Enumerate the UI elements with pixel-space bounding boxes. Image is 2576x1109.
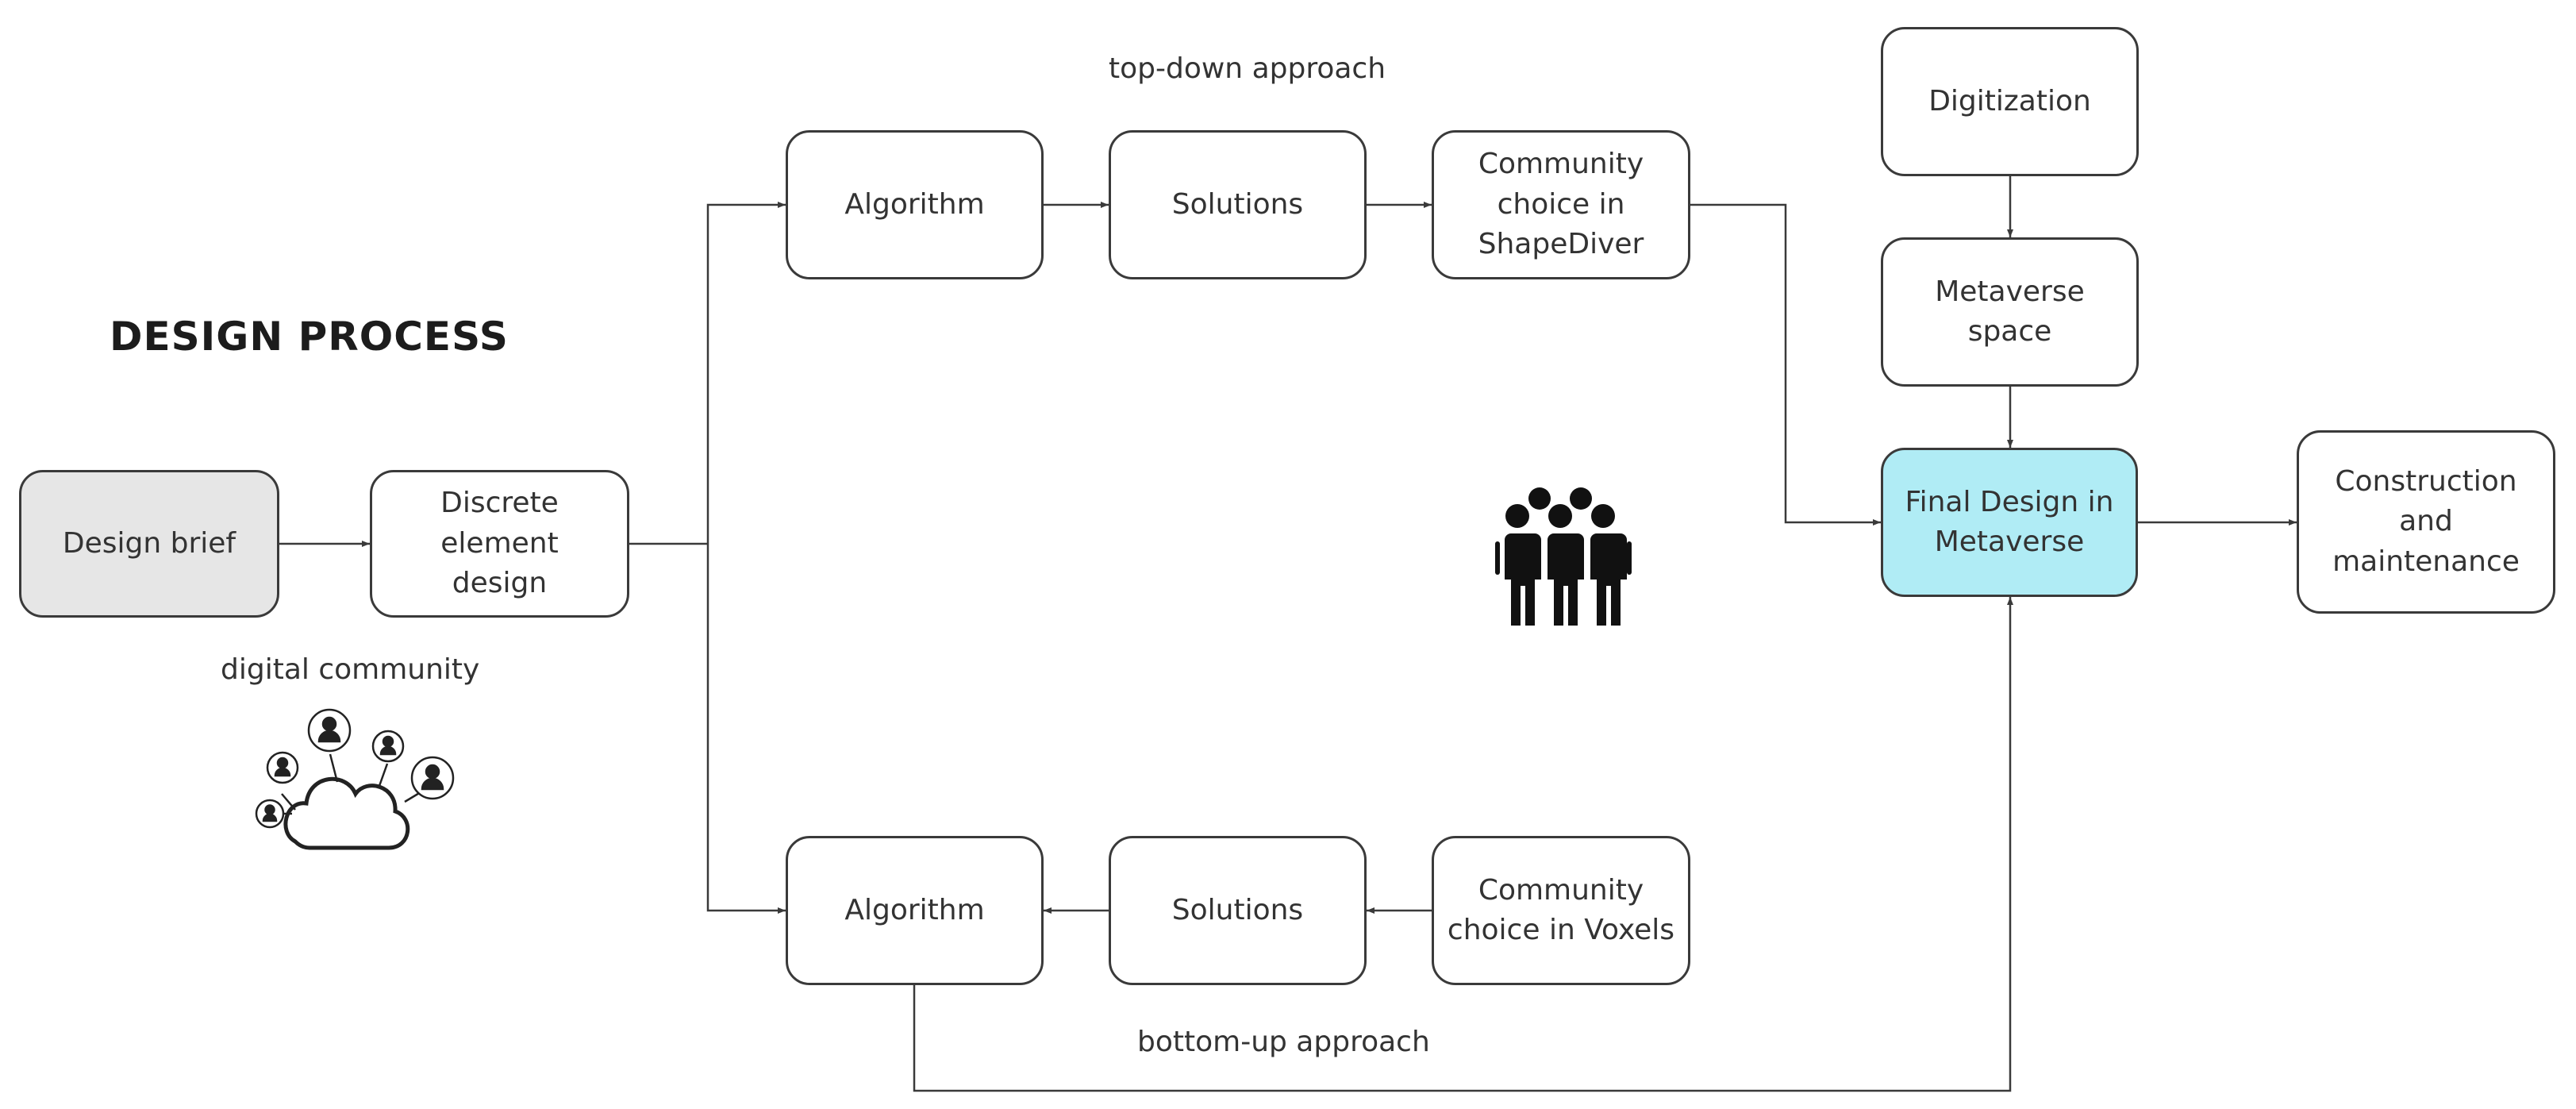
edge-algorithm-bottom-to-final xyxy=(913,597,2013,1092)
edge-split-to-algorithm-top xyxy=(706,202,786,544)
user-icon xyxy=(410,756,455,800)
bottom-up-label: bottom-up approach xyxy=(1137,1026,1430,1058)
construction-maintenance-node: Construction and maintenance xyxy=(2297,430,2555,614)
design-brief-node: Design brief xyxy=(19,470,279,618)
algorithm-top-node: Algorithm xyxy=(786,130,1044,279)
edge-community-to-final xyxy=(1690,203,1881,526)
discrete-element-design-node: Discrete element design xyxy=(370,470,629,618)
metaverse-space-node: Metaverse space xyxy=(1881,237,2139,387)
people-group-icon xyxy=(1495,487,1632,626)
final-design-metaverse-node: Final Design in Metaverse xyxy=(1881,448,2138,597)
user-icon xyxy=(307,708,352,753)
algorithm-bottom-node: Algorithm xyxy=(786,836,1044,985)
community-choice-voxels-node: Community choice in Voxels xyxy=(1432,836,1690,985)
edge-split-to-algorithm-bottom xyxy=(706,544,786,914)
digitization-node: Digitization xyxy=(1881,27,2139,176)
top-down-label: top-down approach xyxy=(1109,52,1386,85)
user-icon xyxy=(371,730,405,763)
user-icon xyxy=(255,799,285,829)
solutions-top-node: Solutions xyxy=(1109,130,1367,279)
community-choice-shapediver-node: Community choice in ShapeDiver xyxy=(1432,130,1690,279)
page-title: DESIGN PROCESS xyxy=(110,314,509,360)
user-icon xyxy=(266,751,299,784)
digital-community-label: digital community xyxy=(221,653,480,686)
solutions-bottom-node: Solutions xyxy=(1109,836,1367,985)
